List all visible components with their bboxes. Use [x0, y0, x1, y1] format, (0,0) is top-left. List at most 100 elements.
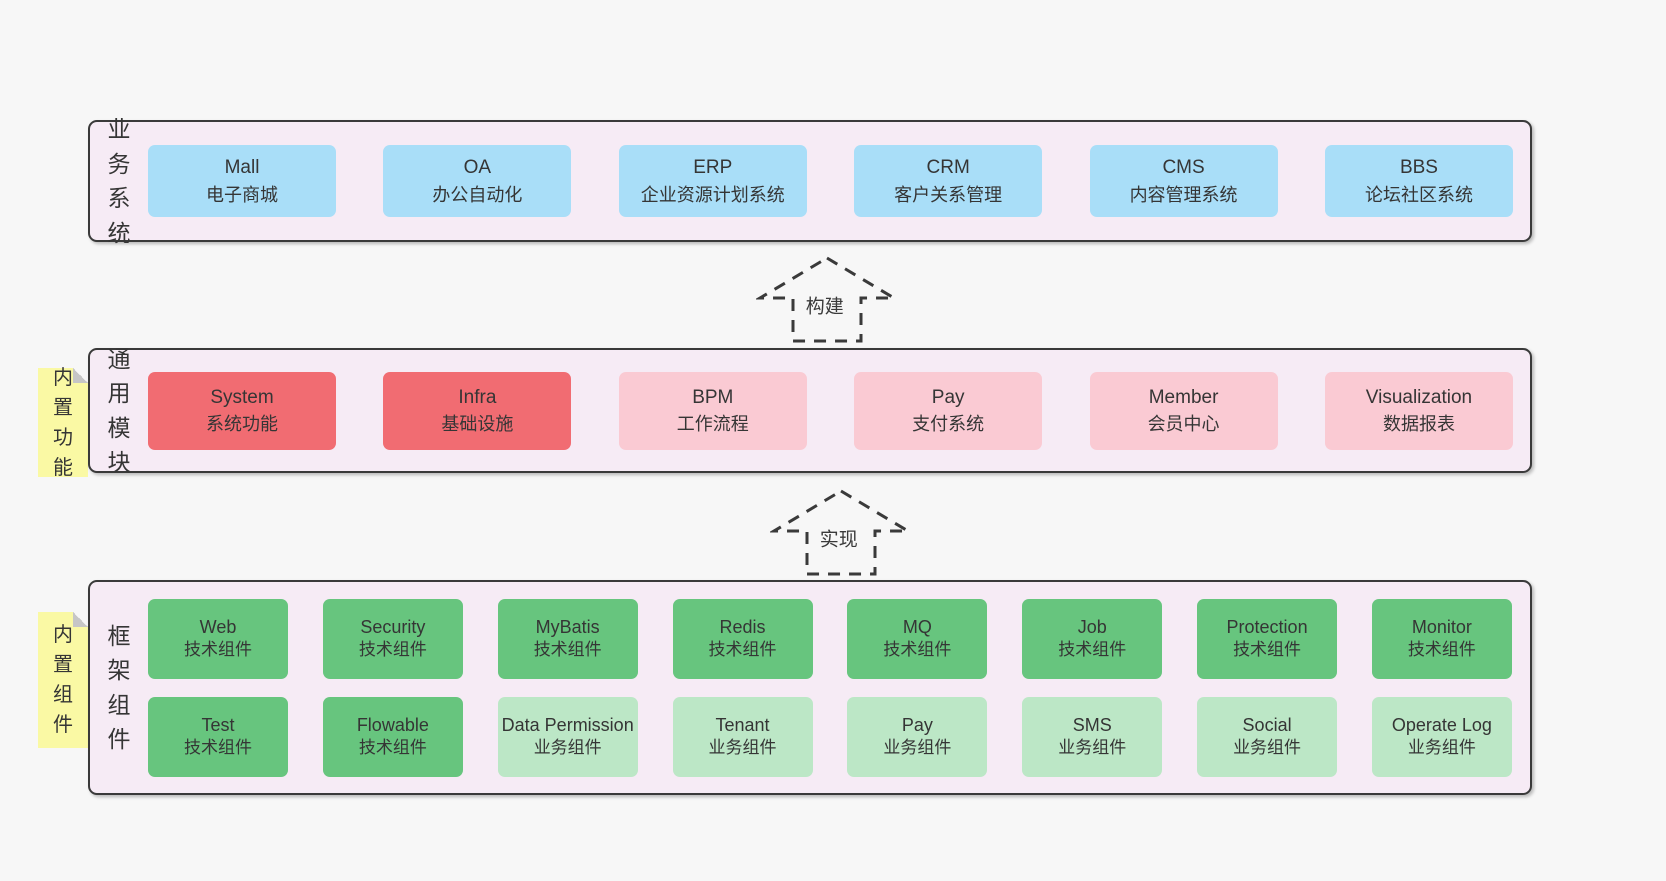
box-name: Pay — [901, 714, 933, 735]
box-name: Operate Log — [1391, 714, 1492, 735]
box-bpm: BPM 工作流程 — [618, 371, 807, 450]
box-desc: 技术组件 — [533, 640, 602, 660]
box-desc: 业务组件 — [1233, 738, 1302, 758]
box-desc: 业务组件 — [533, 738, 602, 758]
box-name: Visualization — [1365, 386, 1473, 408]
framework-row-business: Test 技术组件 Flowable 技术组件 Data Permission … — [148, 696, 1512, 777]
box-cms: CMS 内容管理系统 — [1089, 145, 1278, 217]
box-monitor: Monitor 技术组件 — [1371, 598, 1512, 679]
box-name: ERP — [693, 157, 733, 179]
box-protection: Protection 技术组件 — [1197, 598, 1338, 679]
box-name: Tenant — [715, 714, 770, 735]
box-desc: 论坛社区系统 — [1364, 184, 1473, 205]
sticky-note-label: 内 置 功 能 — [53, 366, 73, 479]
box-operate-log: Operate Log 业务组件 — [1371, 696, 1512, 777]
box-desc: 业务组件 — [1407, 738, 1476, 758]
box-name: Security — [360, 616, 426, 637]
arrow-label: 构建 — [805, 296, 844, 318]
box-name: Pay — [931, 386, 965, 408]
box-infra: Infra 基础设施 — [383, 371, 572, 450]
box-desc: 基础设施 — [441, 414, 514, 435]
band-label-common-modules: 通 用 模 块 — [107, 345, 131, 476]
box-data-permission: Data Permission 业务组件 — [497, 696, 638, 777]
folded-corner-icon — [73, 612, 88, 627]
band-label-framework-components: 框 架 组 件 — [107, 622, 131, 753]
box-name: Protection — [1226, 616, 1308, 637]
box-name: BPM — [692, 386, 734, 408]
box-name: System — [210, 386, 274, 408]
box-desc: 技术组件 — [184, 640, 252, 660]
box-name: Infra — [458, 386, 497, 408]
business-systems-box-row: Mall 电子商城 OA 办公自动化 ERP 企业资源计划系统 CRM 客户关系… — [148, 145, 1530, 217]
dashed-up-arrow-implement: 实现 — [770, 488, 912, 576]
band-label-business-systems: 业 务 系 统 — [107, 116, 131, 246]
box-name: Web — [199, 616, 237, 637]
box-name: Data Permission — [501, 714, 634, 735]
box-name: Test — [201, 714, 235, 735]
sticky-note-built-in-components: 内 置 组 件 — [38, 612, 88, 748]
box-desc: 业务组件 — [883, 738, 952, 758]
sticky-note-built-in-features: 内 置 功 能 — [38, 367, 88, 479]
sticky-note-label: 内 置 组 件 — [53, 624, 73, 736]
box-tenant: Tenant 业务组件 — [672, 696, 813, 777]
box-name: BBS — [1399, 157, 1438, 179]
box-desc: 办公自动化 — [432, 184, 523, 205]
box-oa: OA 办公自动化 — [383, 145, 572, 217]
box-desc: 技术组件 — [358, 738, 427, 758]
box-system: System 系统功能 — [148, 371, 336, 450]
band-framework-components: 框 架 组 件 Web 技术组件 Security 技术组件 MyBatis 技… — [88, 580, 1532, 795]
box-name: Member — [1148, 386, 1219, 408]
box-member: Member 会员中心 — [1089, 371, 1278, 450]
box-sms: SMS 业务组件 — [1022, 696, 1163, 777]
box-flowable: Flowable 技术组件 — [322, 696, 463, 777]
band-common-modules: 通 用 模 块 System 系统功能 Infra 基础设施 BPM 工作流程 … — [88, 346, 1532, 475]
box-erp: ERP 企业资源计划系统 — [618, 145, 807, 217]
box-desc: 技术组件 — [358, 640, 427, 660]
box-test: Test 技术组件 — [148, 696, 288, 777]
box-desc: 业务组件 — [708, 738, 777, 758]
box-job: Job 技术组件 — [1022, 598, 1163, 679]
box-mybatis: MyBatis 技术组件 — [497, 598, 638, 679]
box-desc: 业务组件 — [1058, 738, 1127, 758]
box-name: SMS — [1072, 714, 1112, 735]
box-desc: 系统功能 — [206, 414, 278, 435]
box-desc: 企业资源计划系统 — [640, 184, 785, 205]
box-desc: 内容管理系统 — [1129, 184, 1238, 205]
arrow-label: 实现 — [819, 529, 858, 551]
box-name: Monitor — [1411, 616, 1472, 637]
box-desc: 技术组件 — [1407, 640, 1476, 660]
box-visualization: Visualization 数据报表 — [1324, 371, 1513, 450]
box-pay-component: Pay 业务组件 — [847, 696, 988, 777]
dashed-up-arrow-build: 构建 — [756, 255, 898, 343]
box-pay-system: Pay 支付系统 — [854, 371, 1043, 450]
box-desc: 技术组件 — [184, 738, 252, 758]
box-name: OA — [463, 157, 492, 179]
box-name: Mall — [224, 157, 260, 179]
box-name: Job — [1077, 616, 1107, 637]
framework-row-technical: Web 技术组件 Security 技术组件 MyBatis 技术组件 Redi… — [148, 598, 1512, 679]
box-name: Flowable — [356, 714, 429, 735]
box-name: CRM — [926, 157, 970, 179]
box-desc: 支付系统 — [912, 414, 985, 435]
box-name: Social — [1242, 714, 1292, 735]
box-mall: Mall 电子商城 — [148, 145, 336, 217]
box-desc: 技术组件 — [883, 640, 952, 660]
box-desc: 工作流程 — [676, 414, 749, 435]
folded-corner-icon — [73, 368, 88, 383]
box-desc: 数据报表 — [1382, 414, 1455, 435]
box-web: Web 技术组件 — [148, 598, 288, 679]
box-name: CMS — [1162, 157, 1205, 179]
box-security: Security 技术组件 — [322, 598, 463, 679]
box-desc: 技术组件 — [1058, 640, 1127, 660]
box-mq: MQ 技术组件 — [847, 598, 988, 679]
box-name: MQ — [902, 616, 932, 637]
box-desc: 技术组件 — [1233, 640, 1302, 660]
framework-components-rows: Web 技术组件 Security 技术组件 MyBatis 技术组件 Redi… — [148, 598, 1530, 777]
box-redis: Redis 技术组件 — [672, 598, 813, 679]
common-modules-box-row: System 系统功能 Infra 基础设施 BPM 工作流程 Pay 支付系统… — [148, 371, 1530, 450]
box-desc: 客户关系管理 — [894, 184, 1003, 205]
box-social: Social 业务组件 — [1197, 696, 1338, 777]
band-business-systems: 业 务 系 统 Mall 电子商城 OA 办公自动化 ERP 企业资源计划系统 … — [88, 116, 1532, 246]
box-desc: 技术组件 — [708, 640, 777, 660]
box-name: MyBatis — [535, 616, 600, 637]
